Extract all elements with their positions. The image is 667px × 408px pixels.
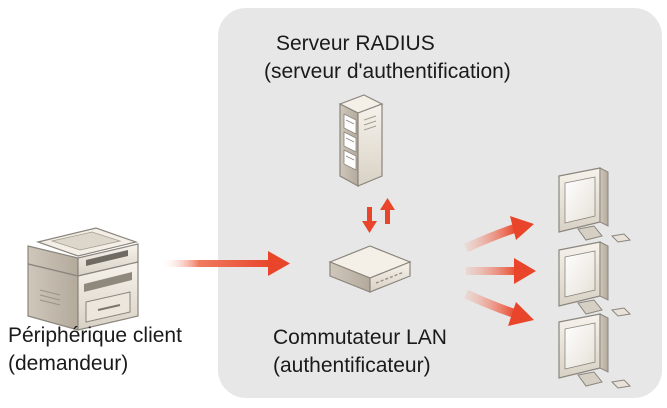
- arrow-down-icon: [362, 207, 377, 233]
- lan-switch-sublabel: (authentificateur): [273, 354, 431, 377]
- lan-switch-label: Commutateur LAN: [273, 326, 447, 349]
- arrow-icon: [464, 216, 534, 253]
- radius-server-sublabel: (serveur d'authentification): [264, 60, 511, 83]
- printer-icon: [27, 227, 139, 331]
- computer-monitor-icon: [558, 313, 632, 389]
- computer-monitor-icon: [558, 241, 632, 317]
- arrow-up-icon: [380, 198, 395, 224]
- server-rack-icon: [338, 94, 384, 188]
- authentication-exchange-arrows: [362, 198, 395, 233]
- client-device-label: Périphérique client: [8, 324, 182, 347]
- computer-monitor-icon: [558, 167, 632, 243]
- arrow-icon: [464, 289, 534, 326]
- client-to-switch-arrow: [160, 251, 290, 276]
- arrow-icon: [466, 258, 536, 284]
- radius-server-label: Serveur RADIUS: [276, 32, 435, 55]
- switch-to-computers-arrows: [464, 216, 536, 326]
- client-device-sublabel: (demandeur): [8, 352, 129, 375]
- lan-switch-icon: [328, 245, 412, 293]
- authentication-zone: [218, 8, 662, 398]
